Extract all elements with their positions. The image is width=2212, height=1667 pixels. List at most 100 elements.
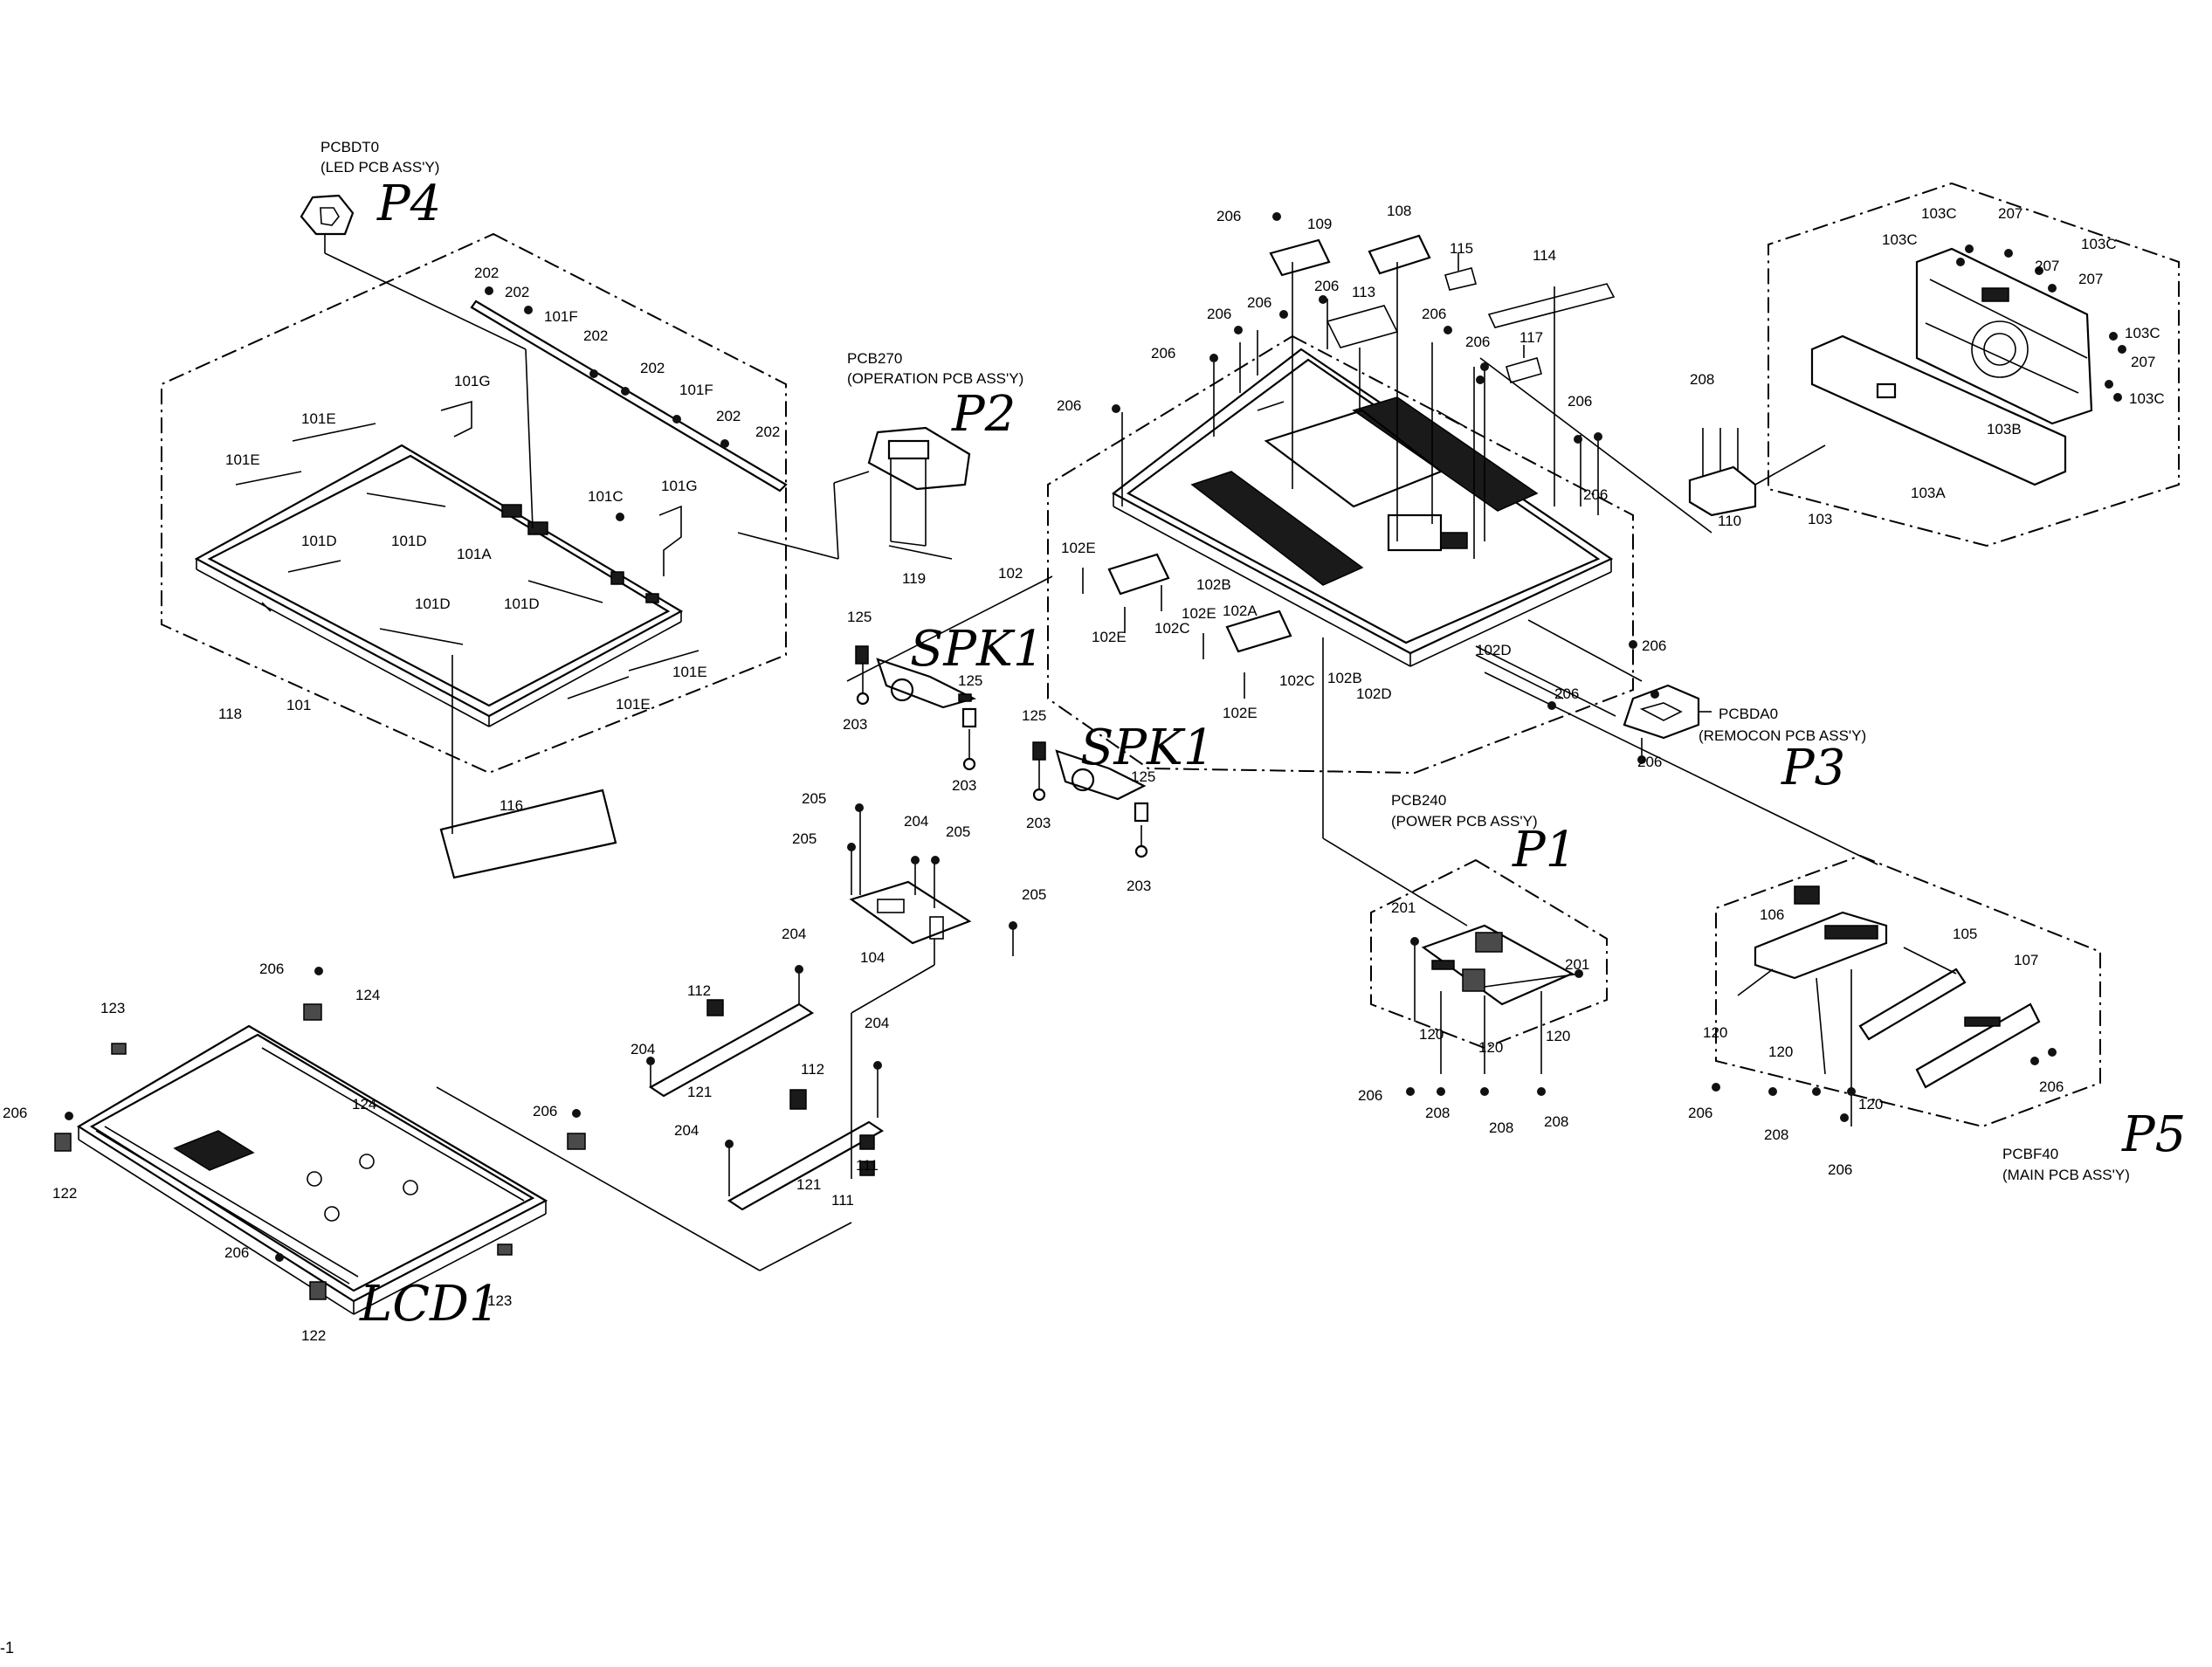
part-124-top — [303, 1003, 322, 1021]
remocon-pcb-tag: P3 — [1781, 740, 1845, 796]
part-label-206: 206 — [533, 1103, 557, 1119]
part-label-103C: 103C — [2129, 390, 2165, 407]
part-label-116: 116 — [500, 797, 523, 814]
part-label-203: 203 — [952, 777, 976, 794]
bracket-104 — [849, 808, 1014, 1179]
part-label-102A: 102A — [1223, 603, 1258, 619]
screw-icon — [1574, 435, 1582, 444]
screw-icon — [1537, 1087, 1546, 1096]
part-110 — [1688, 428, 1826, 517]
screw-icons — [65, 212, 2126, 1262]
screw-icon — [795, 965, 803, 974]
screw-icon — [1956, 258, 1965, 266]
main-pcb — [1737, 885, 2041, 1126]
screw-icon — [847, 843, 856, 851]
part-label-207: 207 — [2035, 258, 2059, 274]
part-label-120: 120 — [1703, 1024, 1727, 1041]
part-label-101E: 101E — [301, 410, 336, 427]
screw-icon — [1637, 755, 1646, 764]
screw-icon — [2030, 1057, 2039, 1065]
part-label-208: 208 — [1425, 1105, 1450, 1121]
screw-icon — [1406, 1087, 1415, 1096]
part-label-101D: 101D — [504, 596, 540, 612]
screw-icon — [1712, 1083, 1720, 1092]
part-label-102: 102 — [998, 565, 1023, 582]
part-117 — [1506, 357, 1542, 383]
led-pcb-tag: P4 — [376, 176, 441, 232]
part-label-102D: 102D — [1356, 685, 1392, 702]
screw-icon — [1112, 404, 1120, 413]
part-label-102E: 102E — [1061, 540, 1096, 556]
screw-icon — [1840, 1113, 1849, 1122]
part-label-206: 206 — [1314, 278, 1339, 294]
part-label-207: 207 — [2131, 354, 2155, 370]
bracket-121-lower — [727, 1065, 885, 1211]
screw-icon — [2109, 332, 2118, 341]
part-label-102C: 102C — [1154, 620, 1190, 637]
screw-icon — [725, 1140, 734, 1148]
part-label-123: 123 — [100, 1000, 125, 1016]
operation-pcb-code: PCB270 — [847, 350, 902, 367]
part-label-202: 202 — [716, 408, 741, 424]
screw-icon — [1650, 690, 1659, 699]
part-label-206: 206 — [1583, 486, 1608, 503]
screw-icon — [1594, 432, 1602, 441]
part-label-118: 118 — [218, 706, 242, 722]
screw-icon — [2118, 345, 2126, 354]
part-label-120: 120 — [1478, 1039, 1503, 1056]
part-113 — [1326, 305, 1399, 348]
screw-icon — [1480, 362, 1489, 371]
part-label-120: 120 — [1858, 1096, 1883, 1112]
power-pcb-tag: P1 — [1512, 822, 1576, 878]
rear-cabinet — [1082, 348, 1614, 699]
main-pcb-tag: P5 — [2121, 1106, 2186, 1163]
part-label-202: 202 — [583, 327, 608, 344]
operation-pcb-tag: P2 — [951, 386, 1016, 443]
screw-icon — [1444, 326, 1452, 334]
screw-icon — [1410, 937, 1419, 946]
part-label-208: 208 — [1489, 1119, 1513, 1136]
screw-icon — [2048, 284, 2057, 293]
part-label-206: 206 — [1828, 1161, 1852, 1178]
part-label-206: 206 — [1568, 393, 1592, 410]
part-label-102B: 102B — [1196, 576, 1231, 593]
part-label-203: 203 — [843, 716, 867, 733]
screw-icon — [485, 286, 493, 295]
back-cover — [1810, 247, 2093, 486]
part-label-101G: 101G — [454, 373, 491, 389]
lcd-tag: LCD1 — [359, 1276, 500, 1333]
part-label-101: 101 — [286, 697, 311, 713]
speaker-right — [1032, 741, 1149, 858]
part-label-125: 125 — [1022, 707, 1046, 724]
remocon-pcb-icon — [1623, 684, 1712, 755]
lcd-panel — [76, 1024, 852, 1315]
part-label-202: 202 — [505, 284, 529, 300]
part-label-110: 110 — [1718, 513, 1741, 529]
part-label-105: 105 — [1953, 926, 1977, 942]
part-label-201: 201 — [1391, 899, 1416, 916]
led-pcb-code: PCBDT0 — [320, 139, 379, 155]
part-label-119: 119 — [902, 570, 926, 587]
part-label-207: 207 — [1998, 205, 2022, 222]
part-label-111: 111 — [856, 1157, 879, 1174]
screw-icon — [1965, 245, 1974, 253]
part-label-206: 206 — [1637, 754, 1662, 770]
back-cover-outline — [1768, 182, 2180, 548]
part-label-109: 109 — [1307, 216, 1332, 232]
screw-icon — [524, 306, 533, 314]
power-pcb-outline — [1370, 858, 1608, 1050]
part-label-206: 206 — [1422, 306, 1446, 322]
part-label-206: 206 — [1465, 334, 1490, 350]
screw-icon — [1768, 1087, 1777, 1096]
main-pcb-code: PCBF40 — [2002, 1146, 2058, 1162]
front-cabinet-outline — [161, 232, 787, 775]
part-label-101F: 101F — [544, 308, 578, 325]
screw-icon — [1629, 640, 1637, 649]
part-label-101F: 101F — [679, 382, 713, 398]
part-label-206: 206 — [1688, 1105, 1712, 1121]
part-label-121: 121 — [687, 1084, 712, 1100]
screw-icon — [2004, 249, 2013, 258]
part-label-102E: 102E — [1092, 629, 1127, 645]
part-label-123: 123 — [487, 1292, 512, 1309]
part-label-120: 120 — [1546, 1028, 1570, 1044]
